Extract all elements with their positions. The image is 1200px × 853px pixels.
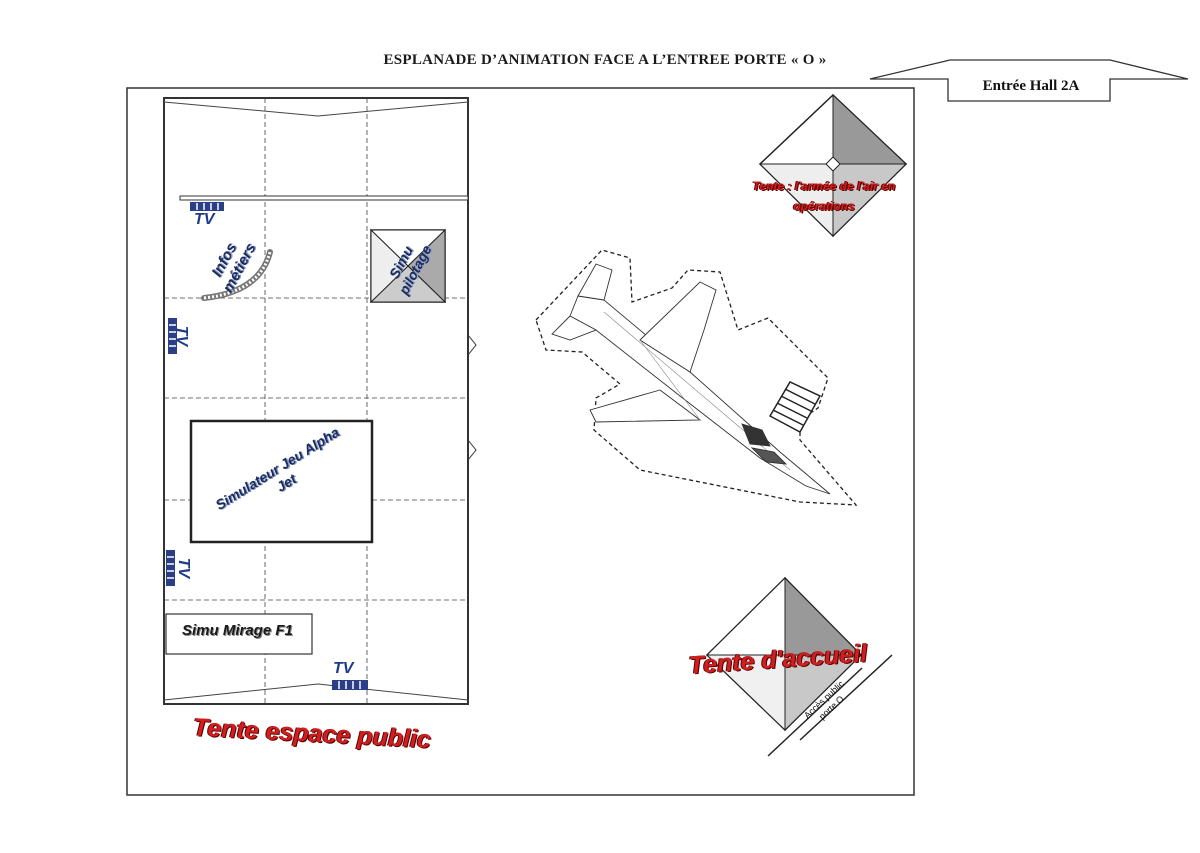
boarding-stair [768,381,822,434]
infos-metiers-arc [201,249,273,301]
acces-public-line-upper [799,654,893,741]
aircraft-safety-perimeter [535,249,858,506]
tv-screen-bottom [332,680,368,690]
acces-public-line-lower [767,667,863,757]
simu-pilotage-pyramid [369,228,447,304]
alpha-jet-aircraft [551,263,831,495]
simulateur-jeu-box [189,419,374,544]
tv-label-top: TV [194,211,215,228]
simu-mirage-label: Simu Mirage F1 [182,622,293,639]
tv-screen-left-lower [166,550,175,586]
tv-label-left-lower: TV [175,557,192,579]
tv-label-bottom: TV [333,660,354,677]
public-tent-structure [163,97,477,705]
tv-screen-left-upper [168,318,177,354]
tv-screen-top [190,202,224,211]
armee-tent-pyramid [758,93,908,238]
accueil-tent-pyramid [705,576,863,732]
hall-entrance-label: Entrée Hall 2A [982,78,1080,94]
esplanade-boundary [126,87,915,796]
tv-label-left-upper: TV [173,325,190,347]
page-title: ESPLANADE D’ANIMATION FACE A L’ENTREE PO… [383,52,827,68]
armee-tent-label: Tente : l'armée de l'air en opérations [752,179,896,213]
simu-mirage-box [165,613,313,655]
hall-entrance-arrow [869,59,1189,102]
